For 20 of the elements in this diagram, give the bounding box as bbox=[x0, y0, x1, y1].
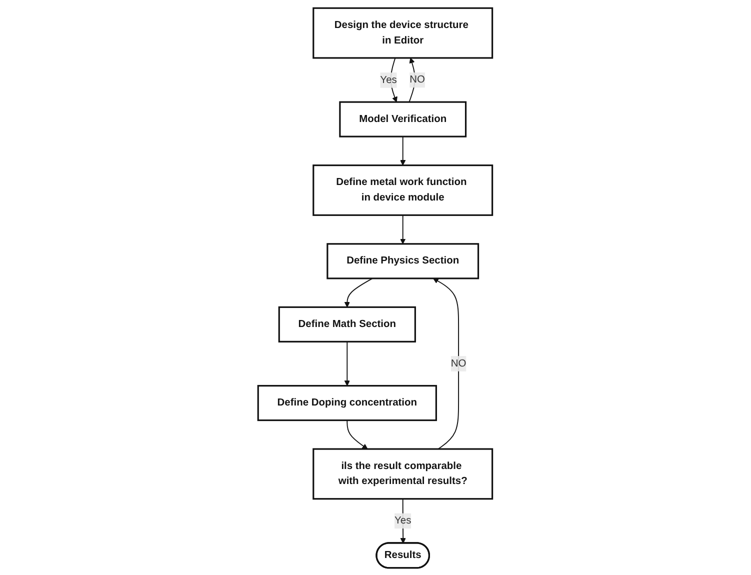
arrow bbox=[346, 419, 368, 449]
node-box bbox=[278, 306, 416, 342]
arrow bbox=[344, 340, 350, 386]
node-box bbox=[312, 448, 494, 500]
node-box bbox=[339, 100, 467, 137]
arrow bbox=[433, 278, 460, 449]
node-box bbox=[326, 242, 480, 279]
node-box bbox=[258, 384, 438, 421]
edge-label: Yes bbox=[380, 74, 398, 85]
arrow bbox=[400, 136, 406, 166]
arrow bbox=[344, 277, 374, 307]
edge-label: NO bbox=[410, 74, 426, 85]
edge-label: NO bbox=[451, 357, 466, 368]
arrow bbox=[390, 56, 398, 102]
edge-label: Yes bbox=[394, 514, 412, 526]
flowchart: Design the device structure in Editor Yes NO Model Verification Define metal work function in device module Define Physics Section Define Math Section NO Define Doping concentration ils the result comparable with experimental results? Yes Results bbox=[253, 2, 498, 572]
node-box bbox=[312, 6, 494, 58]
arrow bbox=[400, 214, 406, 244]
node-box bbox=[312, 164, 494, 216]
arrow bbox=[400, 498, 406, 544]
